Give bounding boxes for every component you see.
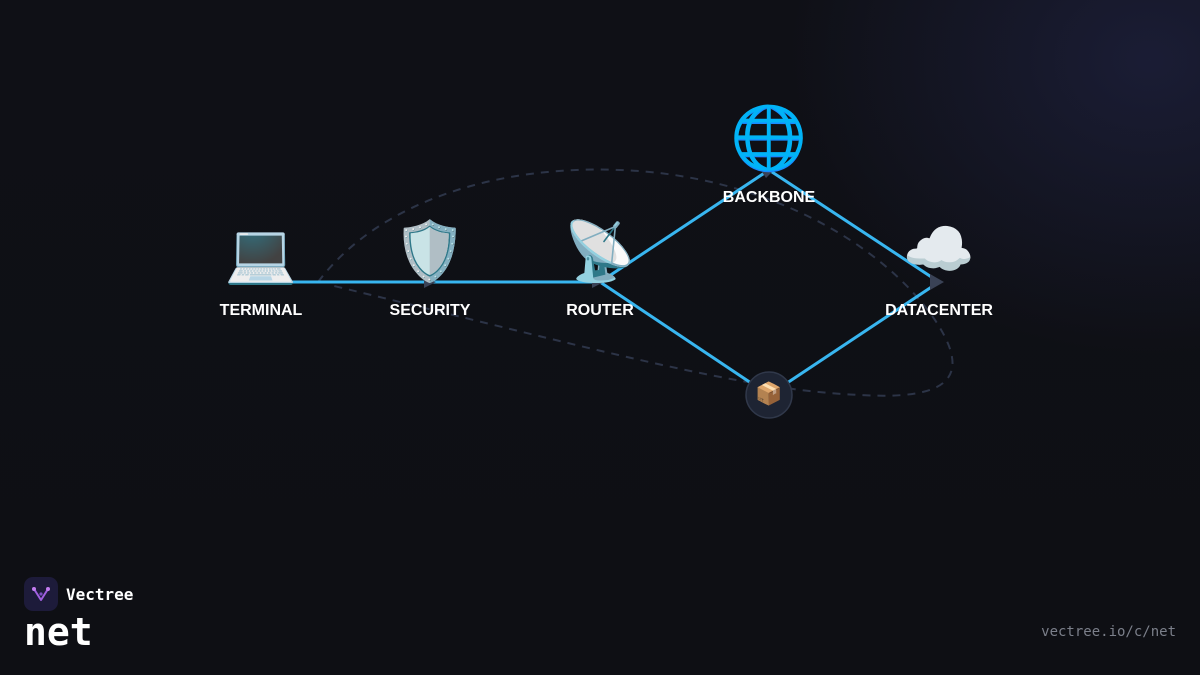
shield-icon[interactable]: 🛡️ xyxy=(393,219,467,284)
edge-router-backbone xyxy=(598,168,771,284)
package-icon[interactable]: 📦 xyxy=(755,381,783,406)
arrowhead-router xyxy=(592,278,604,288)
node-label-router: ROUTER xyxy=(566,302,634,319)
node-label-backbone: BACKBONE xyxy=(722,189,816,206)
satellite-dish-icon[interactable]: 📡 xyxy=(563,219,637,284)
brand: Vectree xyxy=(24,577,133,611)
cloud-icon[interactable]: ☁️ xyxy=(902,217,976,282)
arrowhead-datacenter xyxy=(930,274,944,290)
node-label-security: SECURITY xyxy=(389,302,471,319)
page-url[interactable]: vectree.io/c/net xyxy=(1041,624,1176,640)
globe-icon[interactable]: 🌐 xyxy=(730,104,808,173)
brand-name: Vectree xyxy=(66,584,134,604)
edge-backbone-datacenter xyxy=(767,168,941,284)
edges-group xyxy=(259,168,941,397)
laptop-icon[interactable]: 💻 xyxy=(224,221,298,286)
node-label-terminal: TERMINAL xyxy=(219,302,303,319)
edge-packet-datacenter xyxy=(767,280,941,397)
node-label-datacenter: DATACENTER xyxy=(885,302,993,319)
page-title: net xyxy=(24,610,93,654)
edge-router-packet xyxy=(598,280,771,397)
packet-node-circle[interactable] xyxy=(745,371,793,419)
orbit-path xyxy=(317,168,954,397)
vectree-logo-icon xyxy=(24,577,58,611)
arrowhead-security xyxy=(424,278,436,288)
arrowhead-backbone xyxy=(762,170,774,178)
